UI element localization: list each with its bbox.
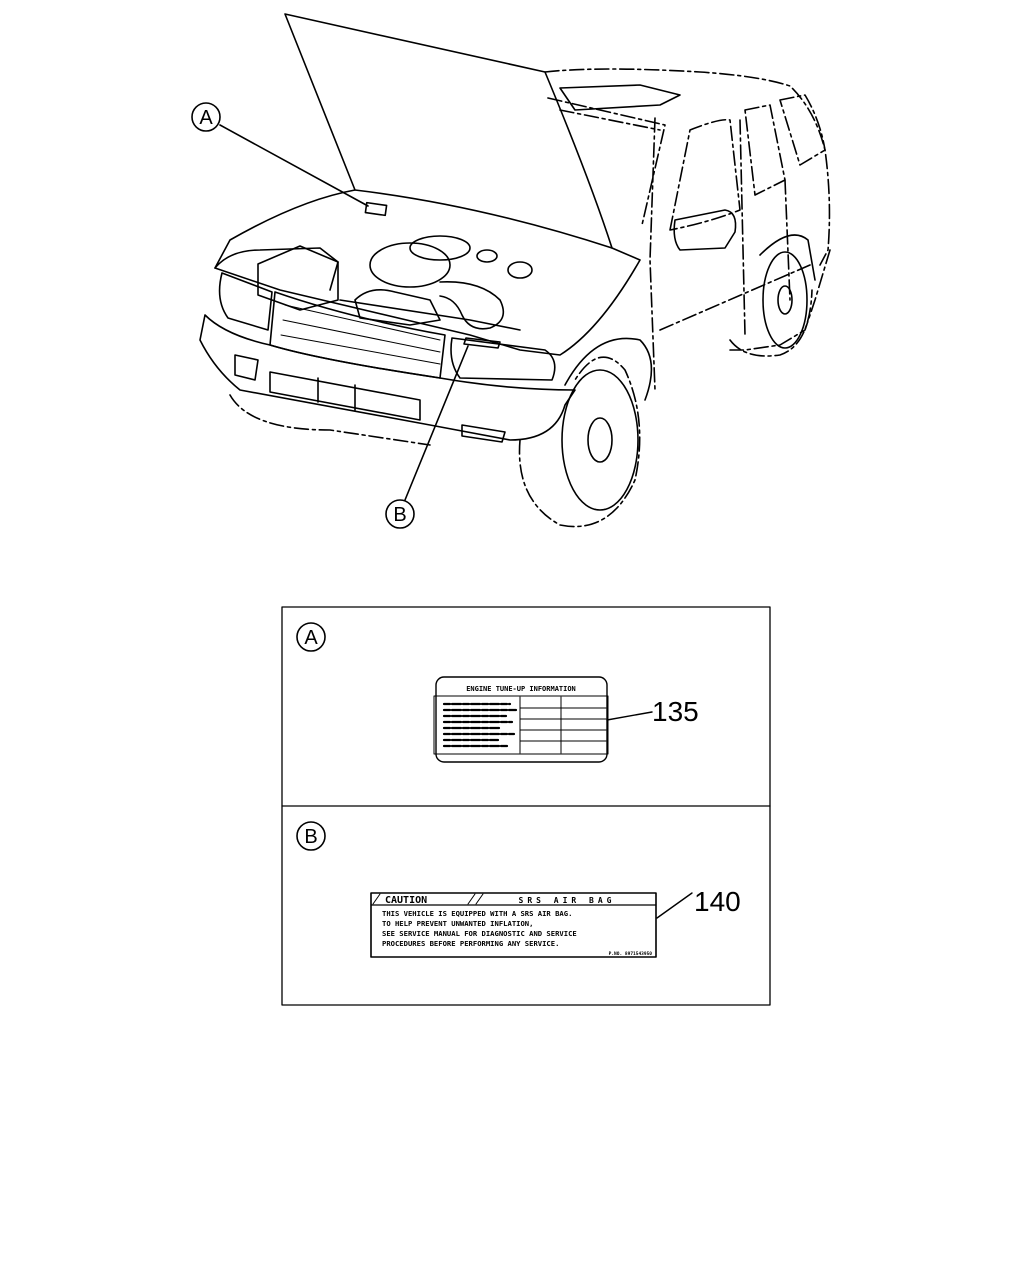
license-plate-area (269, 371, 421, 421)
srs-line-3: SEE SERVICE MANUAL FOR DIAGNOSTIC AND SE… (382, 929, 577, 938)
sunroof (559, 84, 681, 111)
tune-up-fine-print (442, 702, 518, 748)
filler-cap (476, 249, 498, 263)
rear-door-window (744, 104, 786, 196)
label-marker-b (463, 337, 501, 349)
srs-line-4: PROCEDURES BEFORE PERFORMING ANY SERVICE… (382, 939, 559, 948)
door-lines (659, 119, 811, 336)
rear-quarter-window (779, 94, 826, 166)
part-number-135: 135 (652, 696, 699, 727)
srs-caution-word: CAUTION (385, 895, 427, 906)
panel-b-letter: B (304, 826, 317, 848)
bumper-fog-lights (234, 354, 506, 443)
callout-a-circle (191, 102, 221, 132)
srs-line-1: THIS VEHICLE IS EQUIPPED WITH A SRS AIR … (382, 909, 572, 918)
engine-manifold (369, 242, 451, 288)
callout-b-leader (404, 345, 469, 501)
engine-block (354, 289, 441, 326)
raised-hood (284, 13, 613, 249)
intake-pipe (409, 235, 471, 261)
lower-valance (229, 394, 431, 446)
part-number-140: 140 (694, 886, 741, 917)
panel-a: A ENGINE TUNE-UP INFORMATION 135 (296, 622, 699, 763)
vehicle-illustration (199, 13, 831, 528)
tune-up-label-inner (433, 695, 609, 755)
callout-a-leader (219, 124, 369, 207)
panel-a-circle (296, 622, 326, 652)
side-mirror (673, 209, 737, 251)
panel-a-letter: A (304, 627, 318, 649)
reservoir-cap (507, 261, 533, 279)
srs-header-text: SRS AIR BAG (519, 896, 616, 905)
callout-b-letter: B (393, 504, 406, 526)
srs-caution-label (370, 892, 657, 958)
battery-box (257, 245, 339, 311)
callout-b-circle (385, 499, 415, 529)
part-140-leader (656, 892, 693, 919)
left-fender (214, 247, 339, 291)
roof-outline (544, 68, 831, 266)
srs-hatch (372, 893, 484, 905)
hood-label-marker-a (364, 201, 388, 217)
panel-b: B CAUTION SRS AIR BAG THIS VEHICLE IS EQ… (296, 821, 741, 958)
grille-slats (280, 304, 441, 365)
front-bumper (199, 314, 576, 441)
srs-line-2: TO HELP PREVENT UNWANTED INFLATION, (382, 919, 533, 928)
right-headlight (450, 337, 556, 381)
callout-a-letter: A (199, 107, 213, 129)
front-wheel (518, 337, 653, 528)
air-duct (439, 281, 505, 330)
left-headlight (218, 272, 273, 331)
tune-up-label-title: ENGINE TUNE-UP INFORMATION (466, 685, 576, 693)
windshield-frame (547, 97, 666, 226)
front-door-window (669, 118, 741, 231)
srs-footer-text: P.NO. 8971543950 (609, 951, 653, 957)
panel-b-circle (296, 821, 326, 851)
engine-bay-outline (214, 189, 641, 356)
rear-wheel (729, 234, 816, 357)
body-side-outline (649, 117, 831, 391)
radiator-support (339, 299, 521, 331)
tune-up-table-rows (519, 707, 607, 742)
part-135-leader (606, 711, 653, 721)
detail-panels (281, 606, 771, 1006)
